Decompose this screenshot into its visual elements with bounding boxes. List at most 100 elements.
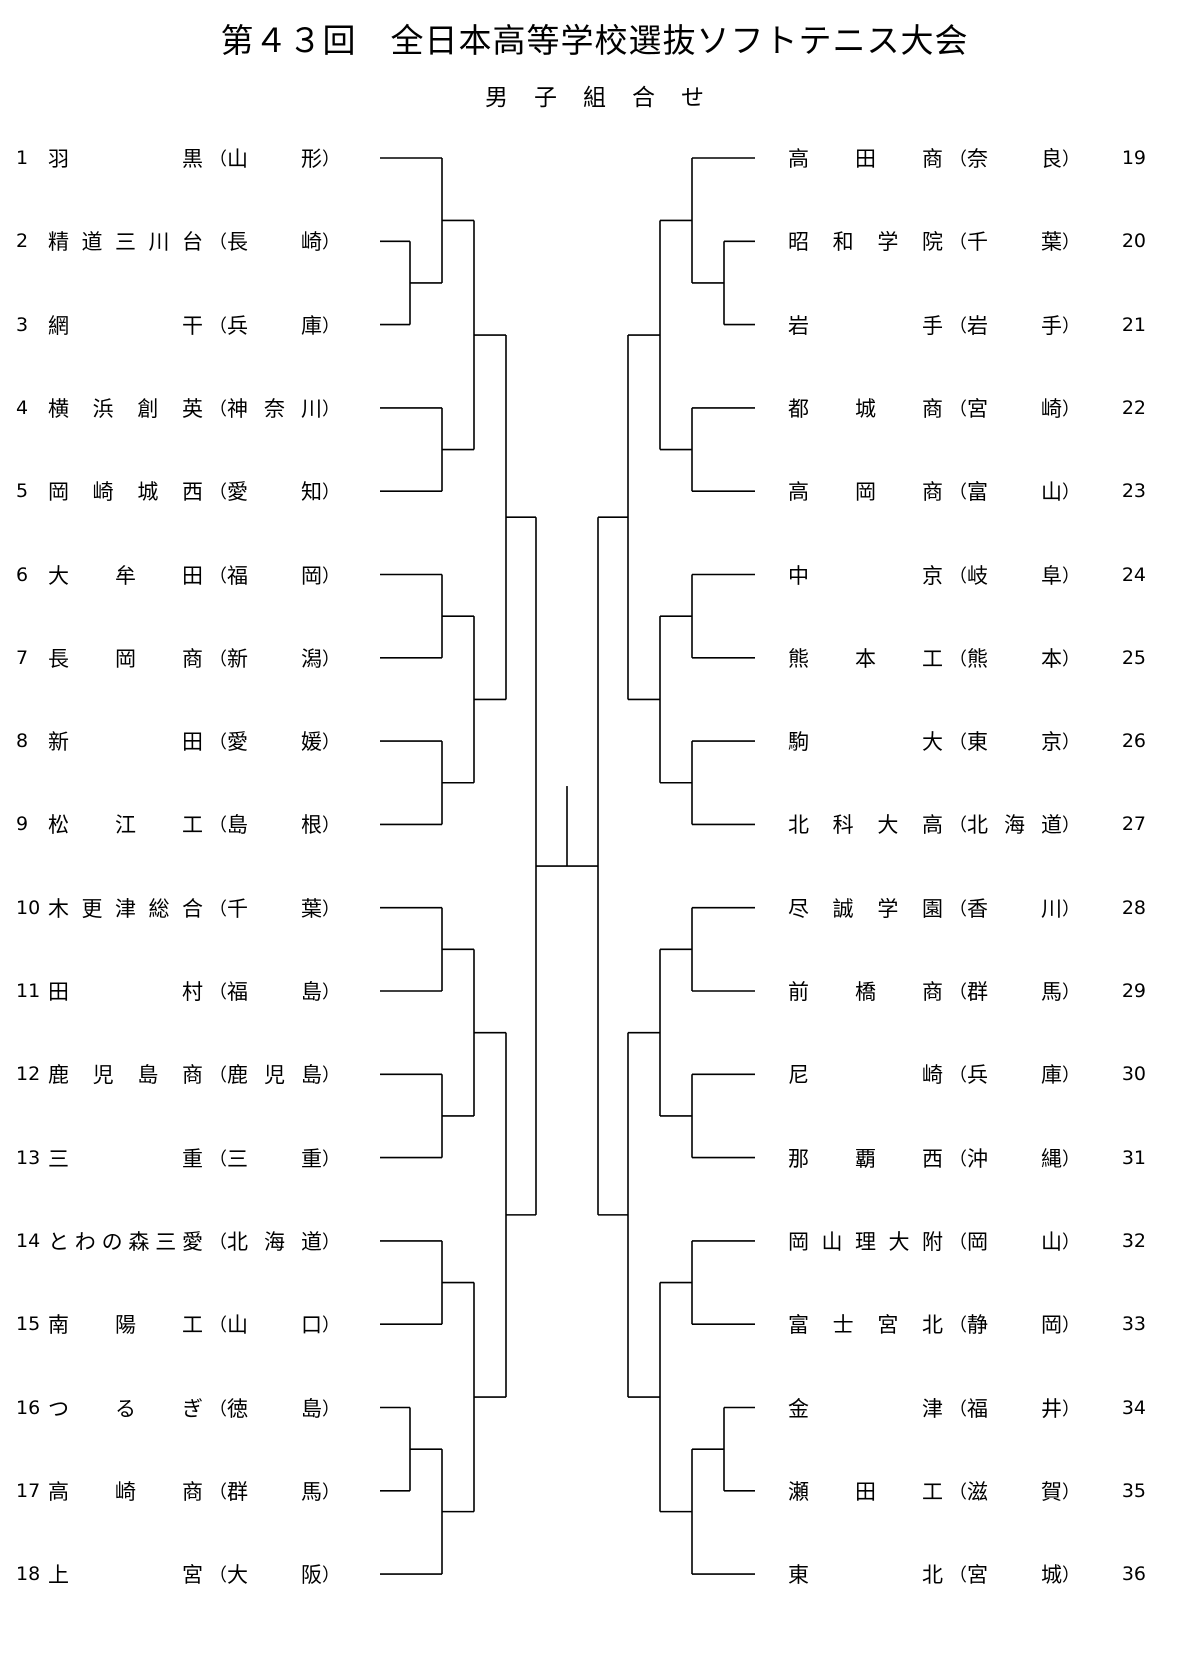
entry-number: 5 bbox=[16, 480, 29, 503]
school-name: 木更津総合 bbox=[48, 896, 203, 921]
paren-open: （ bbox=[209, 1565, 227, 1587]
school-name: 大牟田 bbox=[48, 563, 203, 588]
entry-number: 20 bbox=[1121, 230, 1146, 253]
paren-open: （ bbox=[949, 1481, 967, 1503]
right-entry-27: 北科大高（北海道）27 bbox=[788, 809, 1146, 839]
paren-open: （ bbox=[209, 149, 227, 170]
entry-number: 14 bbox=[16, 1229, 41, 1252]
paren-close: ） bbox=[1062, 815, 1080, 837]
school-name: 都城商 bbox=[788, 396, 943, 421]
prefecture-name: 兵庫 bbox=[227, 313, 322, 338]
paren-open: （ bbox=[949, 482, 967, 504]
right-entry-26: 駒大（東京）26 bbox=[788, 726, 1146, 756]
prefecture-name: 三重 bbox=[227, 1146, 322, 1171]
entry-number: 7 bbox=[16, 646, 29, 669]
paren-close: ） bbox=[1062, 732, 1080, 754]
prefecture-name: 神奈川 bbox=[227, 396, 322, 421]
entry-number: 21 bbox=[1121, 313, 1146, 336]
paren-close: ） bbox=[322, 149, 340, 170]
paren-open: （ bbox=[209, 398, 227, 420]
paren-close: ） bbox=[1062, 898, 1080, 920]
entry-number: 27 bbox=[1121, 813, 1146, 836]
paren-open: （ bbox=[949, 732, 967, 754]
entry-number: 35 bbox=[1121, 1479, 1146, 1502]
school-name: 富士宮北 bbox=[788, 1313, 943, 1338]
prefecture-name: 新潟 bbox=[227, 646, 322, 671]
school-name: 東北 bbox=[788, 1563, 943, 1588]
page-title: 第４３回 全日本高等学校選抜ソフトテニス大会 bbox=[220, 21, 969, 60]
left-entry-7: 7 長岡商 （新潟） bbox=[0, 643, 346, 673]
prefecture-name: 福井 bbox=[967, 1396, 1062, 1421]
right-entry-25: 熊本工（熊本）25 bbox=[788, 643, 1146, 673]
paren-open: （ bbox=[949, 1231, 967, 1253]
prefecture-name: 愛媛 bbox=[227, 730, 322, 755]
prefecture-name: 北海道 bbox=[227, 1229, 322, 1254]
paren-close: ） bbox=[1062, 1481, 1080, 1503]
entry-number: 13 bbox=[16, 1146, 41, 1169]
paren-close: ） bbox=[322, 315, 340, 337]
paren-open: （ bbox=[209, 648, 227, 670]
school-name: 高岡商 bbox=[788, 480, 943, 505]
school-name: 尼崎 bbox=[788, 1063, 943, 1088]
school-name: 田村 bbox=[48, 980, 203, 1004]
paren-open: （ bbox=[949, 898, 967, 920]
school-name: 松江工 bbox=[48, 813, 203, 838]
paren-close: ） bbox=[322, 1231, 340, 1253]
paren-open: （ bbox=[209, 1481, 227, 1503]
school-name: 網干 bbox=[48, 313, 203, 338]
paren-close: ） bbox=[322, 482, 340, 504]
school-name: とわの森三愛 bbox=[48, 1229, 203, 1254]
school-name: 高崎商 bbox=[48, 1479, 203, 1504]
paren-open: （ bbox=[209, 982, 227, 1003]
school-name: 横浜創英 bbox=[48, 396, 203, 421]
paren-close: ） bbox=[322, 565, 340, 587]
paren-close: ） bbox=[322, 648, 340, 670]
right-entry-28: 尽誠学園（香川）28 bbox=[788, 893, 1146, 923]
prefecture-name: 長崎 bbox=[227, 230, 322, 255]
entry-number: 31 bbox=[1121, 1146, 1146, 1169]
prefecture-name: 奈良 bbox=[967, 147, 1062, 171]
paren-close: ） bbox=[322, 1315, 340, 1337]
paren-open: （ bbox=[209, 232, 227, 254]
school-name: 上宮 bbox=[48, 1563, 203, 1588]
school-name: 金津 bbox=[788, 1396, 943, 1421]
entry-number: 29 bbox=[1121, 980, 1146, 1002]
school-name: 南陽工 bbox=[48, 1313, 203, 1338]
paren-open: （ bbox=[949, 565, 967, 587]
prefecture-name: 宮城 bbox=[967, 1563, 1062, 1588]
prefecture-name: 岩手 bbox=[967, 313, 1062, 338]
paren-open: （ bbox=[209, 1398, 227, 1420]
paren-open: （ bbox=[949, 1148, 967, 1170]
school-name: 岡崎城西 bbox=[48, 480, 203, 505]
prefecture-name: 宮崎 bbox=[967, 396, 1062, 421]
prefecture-name: 岐阜 bbox=[967, 563, 1062, 588]
prefecture-name: 島根 bbox=[227, 813, 322, 838]
school-name: 精道三川台 bbox=[48, 230, 203, 255]
entry-number: 26 bbox=[1121, 730, 1146, 753]
right-entry-29: 前橋商（群馬）29 bbox=[788, 976, 1146, 1006]
prefecture-name: 北海道 bbox=[967, 813, 1062, 838]
paren-close: ） bbox=[1062, 1315, 1080, 1337]
prefecture-name: 山口 bbox=[227, 1313, 322, 1338]
paren-open: （ bbox=[949, 315, 967, 337]
prefecture-name: 山形 bbox=[227, 147, 322, 171]
page-subtitle: 男子組合せ bbox=[485, 85, 730, 111]
school-name: 長岡商 bbox=[48, 646, 203, 671]
prefecture-name: 沖縄 bbox=[967, 1146, 1062, 1171]
school-name: 尽誠学園 bbox=[788, 896, 943, 921]
entry-number: 16 bbox=[16, 1396, 41, 1419]
paren-close: ） bbox=[1062, 1398, 1080, 1420]
paren-close: ） bbox=[1062, 982, 1080, 1003]
paren-open: （ bbox=[949, 982, 967, 1003]
paren-open: （ bbox=[209, 815, 227, 837]
